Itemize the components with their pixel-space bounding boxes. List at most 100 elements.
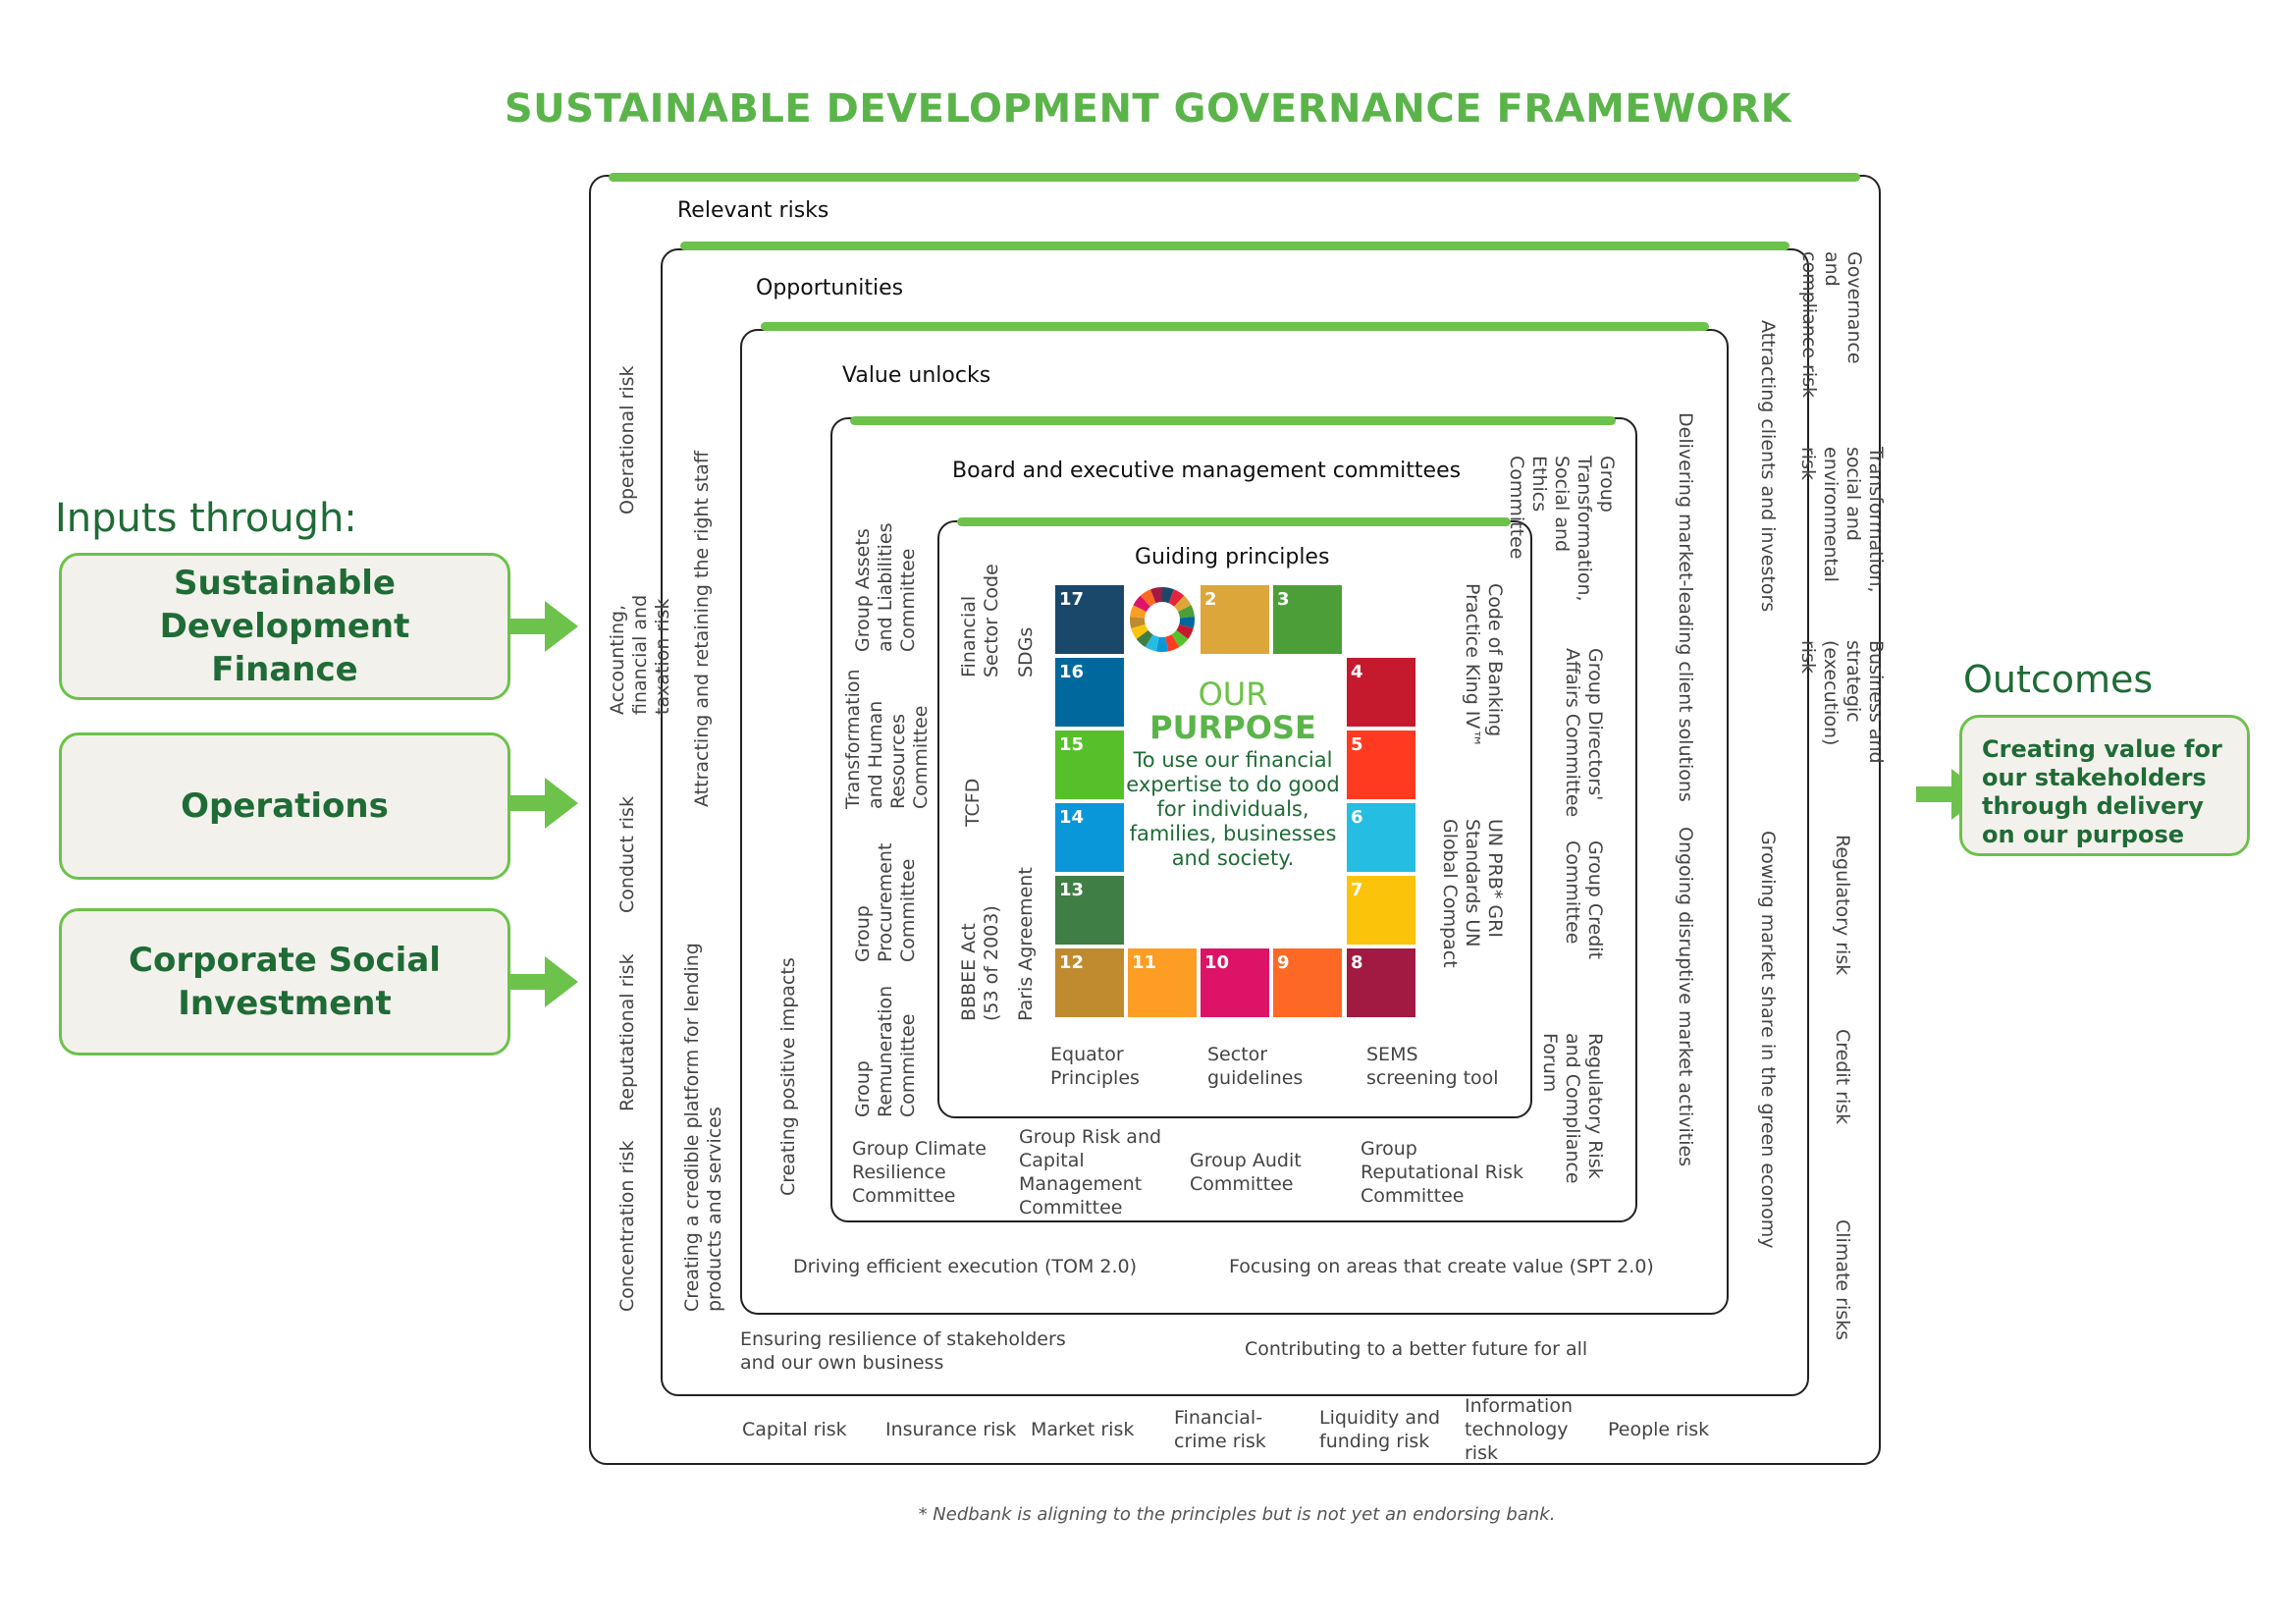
risk-bottom-label: Financial-crime risk (1174, 1407, 1266, 1452)
sdg-wheel-segment (1130, 616, 1146, 629)
outcomes-heading: Outcomes (1963, 658, 2154, 701)
input-operations: Operations (59, 732, 510, 880)
sdg-tile-5-icon: 5 (1347, 731, 1415, 799)
sdg-tile-12-icon: 12 (1055, 948, 1124, 1017)
committee-left-label: Group Remuneration Committee (852, 980, 920, 1117)
sdg-number: 14 (1059, 807, 1085, 828)
sdg-tile-17-icon: 17 (1055, 585, 1124, 654)
inputs-heading: Inputs through: (55, 496, 357, 541)
opportunity-left-label: Attracting and retaining the right staff (691, 450, 713, 807)
sdg-wheel-segment (1168, 589, 1185, 607)
purpose-text: To use our financial expertise to do goo… (1126, 748, 1340, 870)
risk-left-label: Reputational risk (616, 953, 638, 1111)
sdg-number: 11 (1132, 952, 1157, 973)
value-unlock-right-label: Ongoing disruptive market activities (1675, 827, 1696, 1167)
risks-label: Relevant risks (677, 198, 829, 223)
committee-left-label-text: Group Assets and Liabilities Committee (852, 522, 919, 652)
principle-left-label: SDGs (1015, 626, 1037, 677)
value-unlock-bottom-label: Driving efficient execution (TOM 2.0) (793, 1256, 1138, 1277)
sdg-tile-4-icon: 4 (1347, 658, 1415, 727)
committee-left-label-text: Group Procurement Committee (852, 842, 919, 962)
sdg-number: 15 (1059, 734, 1085, 755)
principle-bottom-label: Sector guidelines (1207, 1044, 1304, 1089)
committee-left-label: Group Procurement Committee (852, 835, 920, 962)
sdg-number: 4 (1351, 662, 1363, 682)
value-unlock-left-label: Creating positive impacts (777, 957, 799, 1196)
committee-right-label: Group Credit Committee (1561, 840, 1606, 968)
value-unlocks-label: Value unlocks (842, 363, 991, 388)
principle-left-label-text: Financial Sector Code (958, 564, 1002, 677)
committee-left-label: Group Assets and Liabilities Committee (852, 514, 920, 652)
committee-left-label-text: Group Remuneration Committee (852, 985, 919, 1117)
sdg-wheel-segment (1179, 616, 1195, 629)
committee-left-label-text: Transformation and Human Resources Commi… (842, 669, 932, 809)
committees-label: Board and executive management committee… (952, 459, 1462, 483)
committee-bottom-label: Group Risk and Capital Management Commit… (1019, 1126, 1162, 1218)
page-title: SUSTAINABLE DEVELOPMENT GOVERNANCE FRAME… (504, 86, 1792, 132)
input-arrows (509, 601, 578, 1007)
sdg-tile-3-icon: 3 (1273, 585, 1342, 654)
risk-right-label-text: Transformation, social and environmental… (1797, 447, 1887, 593)
committees-bar (850, 416, 1616, 425)
committee-right-label-text: Regulatory Risk and Compliance Forum (1539, 1033, 1606, 1184)
opportunities-bar (680, 242, 1789, 250)
sdg-wheel-segment (1165, 634, 1180, 652)
risk-right-label: Regulatory risk (1832, 835, 1853, 976)
sdg-tile-8-icon: 8 (1347, 948, 1415, 1017)
opportunity-bottom-label: Contributing to a better future for all (1245, 1338, 1588, 1360)
value-unlock-right-label: Delivering market-leading client solutio… (1675, 412, 1696, 802)
sdg-wheel-segment (1145, 634, 1159, 652)
principle-left-label: BBBEE Act (53 of 2003) (958, 903, 1003, 1021)
committee-bottom-label: Group Reputational Risk Committee (1361, 1138, 1523, 1207)
sdg-tile-10-icon: 10 (1201, 948, 1269, 1017)
principle-bottom-label: SEMS screening tool (1366, 1044, 1499, 1089)
sdg-number: 5 (1351, 734, 1363, 755)
sdg-wheel-segment (1162, 587, 1174, 604)
opportunity-right-label: Attracting clients and investors (1757, 320, 1779, 613)
risk-bottom-label: Liquidity and funding risk (1319, 1407, 1441, 1452)
risk-bottom-label: Capital risk (742, 1419, 847, 1440)
purpose-our: OUR (1198, 676, 1268, 713)
committee-right-label-text: Group Directors' Affairs Committee (1562, 648, 1606, 818)
purpose-block: OUR PURPOSE To use our financial experti… (1125, 677, 1341, 871)
risk-right-label-text: Governance and compliance risk (1798, 251, 1865, 399)
principles-bar (957, 517, 1511, 526)
input-label: Corporate Social Investment (129, 941, 441, 1023)
input-label: Operations (181, 786, 389, 826)
sdg-number: 16 (1059, 662, 1085, 682)
principle-bottom-label: Equator Principles (1050, 1044, 1140, 1089)
sdg-wheel-segment (1178, 605, 1195, 619)
sdg-wheel-segment (1131, 623, 1148, 639)
risk-bottom-label: People risk (1608, 1419, 1710, 1440)
sdg-tile-7-icon: 7 (1347, 876, 1415, 945)
risk-bottom-label: Insurance risk (885, 1419, 1017, 1440)
committee-right-label: Group Directors' Affairs Committee (1561, 648, 1606, 825)
risk-left-label: Conduct risk (616, 796, 638, 913)
opportunities-label: Opportunities (756, 276, 904, 300)
arrow-icon (509, 956, 578, 1007)
risk-left-label-text: Accounting, financial and taxation risk (607, 594, 673, 715)
risk-right-label: Climate risks (1832, 1219, 1853, 1341)
sdg-wheel-segment (1176, 623, 1194, 639)
principle-right-label-text: UN PRB* GRI Standards UN Global Compact (1439, 819, 1506, 968)
sdg-number: 12 (1059, 952, 1085, 973)
sdg-wheel-segment (1174, 595, 1192, 612)
value-unlock-bottom-label: Focusing on areas that create value (SPT… (1229, 1256, 1654, 1277)
outcomes-box: Creating value for our stakeholders thro… (1959, 715, 2250, 856)
sdg-wheel-segment (1171, 629, 1189, 648)
sdg-number: 7 (1351, 880, 1363, 900)
purpose-title: PURPOSE (1149, 709, 1316, 746)
opportunity-bottom-label: Ensuring resilience of stakeholders and … (740, 1328, 1066, 1374)
sdg-number: 17 (1059, 589, 1085, 610)
risk-bottom-label: Market risk (1031, 1419, 1135, 1440)
sdg-number: 10 (1204, 952, 1230, 973)
outcomes-text: Creating value for our stakeholders thro… (1982, 735, 2222, 848)
principle-left-label: Paris Agreement (1015, 867, 1037, 1021)
committee-bottom-label: Group Audit Committee (1190, 1150, 1302, 1195)
sdg-number: 8 (1351, 952, 1363, 973)
sdg-tile-16-icon: 16 (1055, 658, 1124, 727)
committee-bottom-label: Group Climate Resilience Committee (852, 1138, 987, 1207)
committee-right-label-text: Group Transformation, Social and Ethics … (1506, 456, 1618, 602)
risk-right-label: Credit risk (1832, 1029, 1853, 1125)
sdg-number: 9 (1277, 952, 1290, 973)
